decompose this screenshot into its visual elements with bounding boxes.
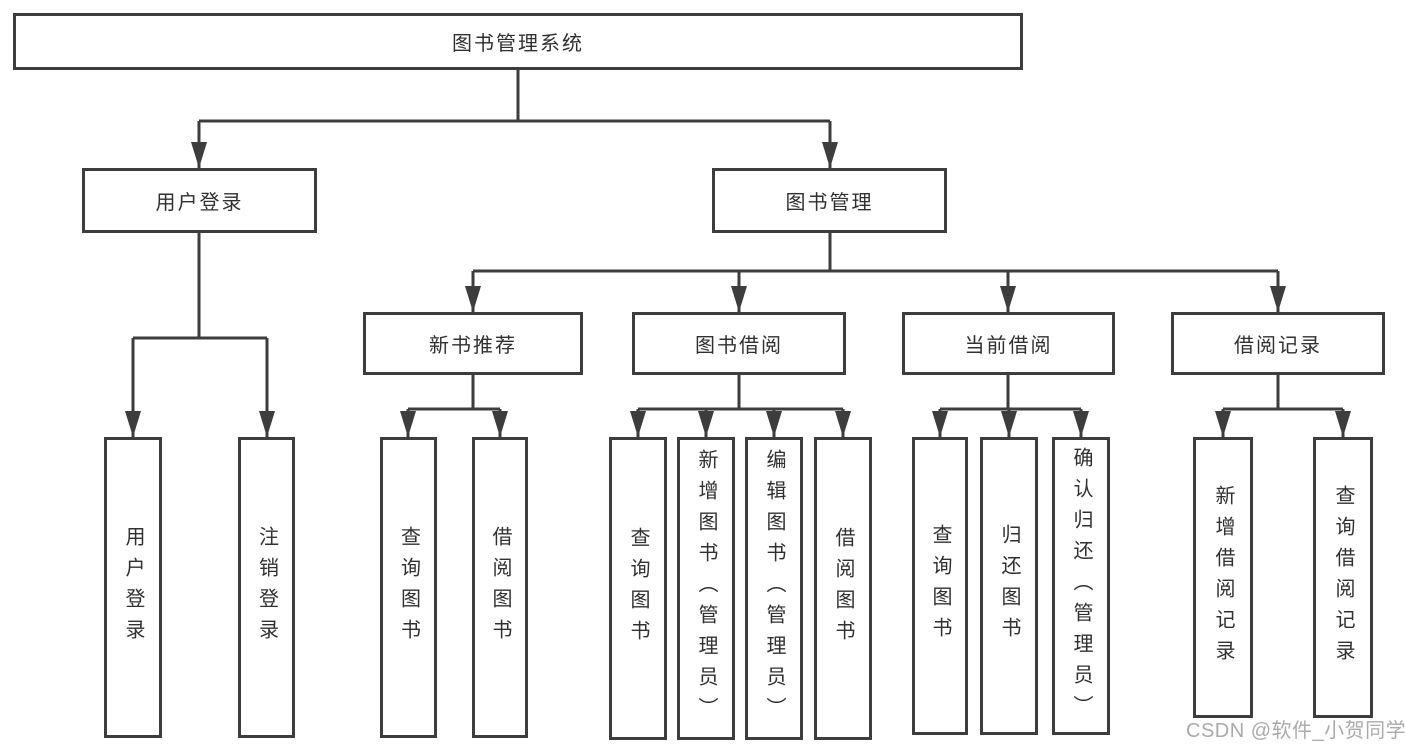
leaf-borrow-book: 借阅图书 xyxy=(814,437,872,740)
leaf-edit-book-admin: 编辑图书（管理员） xyxy=(745,437,803,740)
leaf-query-book: 查询图书 xyxy=(609,437,667,740)
leaf-label: 借阅图书 xyxy=(489,525,511,650)
leaf-query-borrow-record: 查询借阅记录 xyxy=(1313,437,1373,718)
leaf-borrow-book: 借阅图书 xyxy=(472,437,528,738)
leaf-query-book: 查询图书 xyxy=(380,437,437,738)
leaf-label: 用户登录 xyxy=(122,525,144,650)
node-library-management-system: 图书管理系统 xyxy=(13,13,1023,70)
leaf-label: 借阅图书 xyxy=(832,526,854,651)
leaf-logout: 注销登录 xyxy=(238,437,295,738)
leaf-confirm-return-admin: 确认归还（管理员） xyxy=(1052,437,1110,735)
leaf-label: 编辑图书（管理员） xyxy=(763,449,785,728)
leaf-label: 查询借阅记录 xyxy=(1332,484,1354,671)
leaf-return-book: 归还图书 xyxy=(980,437,1038,735)
leaf-add-book-admin: 新增图书（管理员） xyxy=(677,437,735,740)
node-borrow-record: 借阅记录 xyxy=(1171,312,1385,375)
leaf-label: 新增借阅记录 xyxy=(1212,484,1234,671)
leaf-label: 注销登录 xyxy=(255,525,278,650)
node-current-borrow: 当前借阅 xyxy=(902,312,1115,375)
leaf-label: 查询图书 xyxy=(627,526,649,651)
node-book-borrow: 图书借阅 xyxy=(632,312,846,375)
leaf-query-book: 查询图书 xyxy=(912,437,968,735)
node-book-management: 图书管理 xyxy=(712,168,947,233)
watermark: CSDN @软件_小贺同学 xyxy=(1186,720,1405,742)
node-user-login: 用户登录 xyxy=(82,168,317,233)
leaf-user-login: 用户登录 xyxy=(104,437,162,738)
leaf-label: 归还图书 xyxy=(998,524,1020,648)
leaf-label: 查询图书 xyxy=(929,524,951,648)
leaf-label: 新增图书（管理员） xyxy=(695,449,717,728)
leaf-label: 查询图书 xyxy=(397,525,420,650)
leaf-add-borrow-record: 新增借阅记录 xyxy=(1193,437,1253,718)
node-new-book-recommend: 新书推荐 xyxy=(363,312,583,375)
tree-rails xyxy=(133,70,1343,411)
leaf-label: 确认归还（管理员） xyxy=(1070,446,1092,726)
